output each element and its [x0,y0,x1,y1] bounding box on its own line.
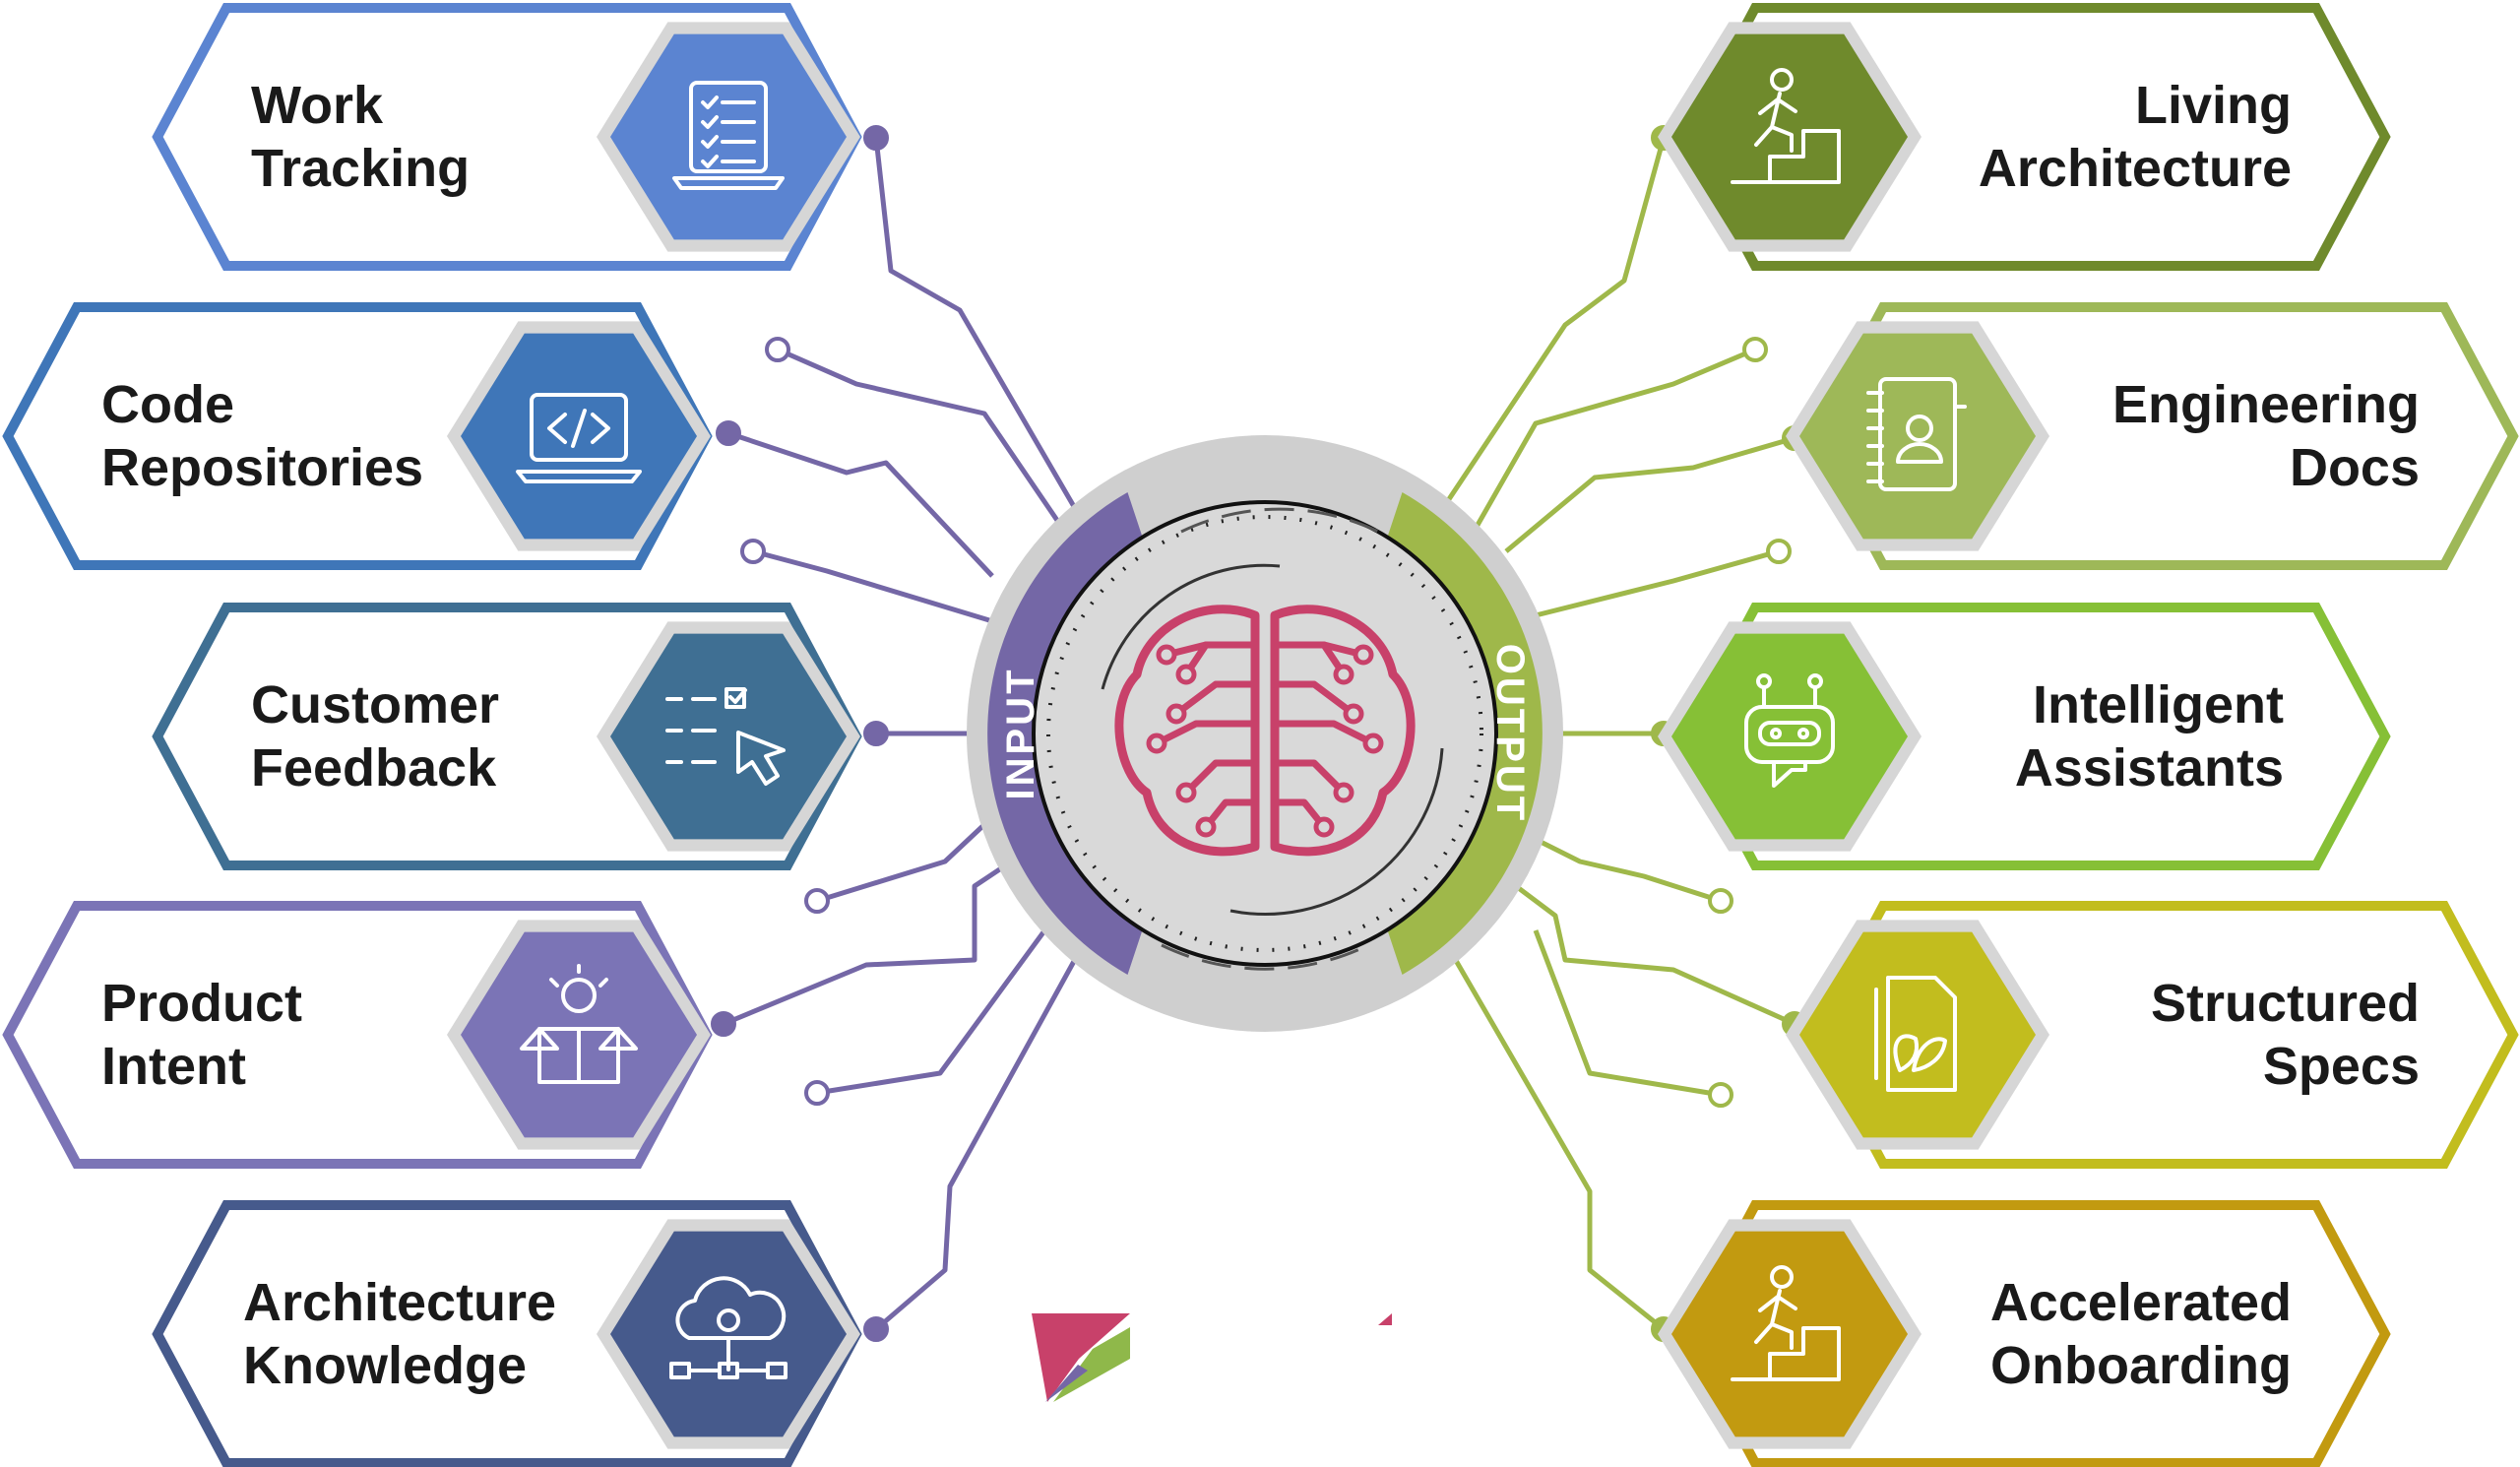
input-card-label-line: Architecture [243,1273,556,1332]
output-card-label-line: Living [2135,76,2292,135]
central-hub: INPUT OUTPUT [967,435,1563,1032]
input-hex-badge [610,633,847,840]
input-connector-line [816,815,994,904]
output-card-label-line: Accelerated [1990,1273,2292,1332]
leaf-document-icon [1874,976,1957,1092]
output-hex-badge [1671,633,1908,840]
output-connector-line [1535,548,1780,618]
input-ring-label: INPUT [999,668,1042,800]
cards: WorkTrackingCodeRepositoriesCustomerFeed… [2,3,2519,1467]
output-connector-line [1504,435,1796,553]
input-card-label-line: Tracking [251,139,470,198]
code-laptop-icon [516,393,642,483]
input-connector-line [776,347,1061,524]
brand-logo-icon [1032,1313,1392,1402]
robot-chat-icon [1744,673,1835,788]
output-card-label-line: Intelligent [2033,675,2284,734]
input-connector-dot [863,1316,889,1342]
stairs-climber-icon [1731,1265,1841,1381]
output-hex-badge [1799,333,2036,540]
input-connector-dot [804,888,830,914]
checklist-laptop-icon [672,81,785,190]
output-card-label-line: Architecture [1979,139,2292,198]
input-card-label-line: Customer [251,675,499,734]
input-hex-badge [610,1231,847,1437]
output-connector-dot [1766,539,1792,564]
output-connector-dot [1708,888,1733,914]
idea-box-icon [520,964,638,1084]
output-connector-dot [1708,1082,1733,1108]
input-card-label-line: Knowledge [243,1336,527,1395]
output-card-label-line: Docs [2290,438,2420,497]
input-hex-badge [461,333,697,540]
input-connector-line [727,430,994,578]
input-card-label-line: Repositories [101,438,423,497]
input-card-label-line: Intent [101,1037,246,1096]
address-book-icon [1866,377,1967,491]
input-connector-dot [765,337,790,362]
input-connector-dot [863,125,889,151]
cloud-network-icon [669,1276,788,1379]
hub-inner-disc [1032,500,1498,967]
input-connector-line [752,548,990,623]
output-connector-line [1514,884,1796,1027]
output-ring-label: OUTPUT [1488,644,1532,823]
input-connector-line [723,854,1021,1027]
output-card-label-line: Onboarding [1990,1336,2292,1395]
output-card-label-line: Structured [2151,974,2420,1033]
input-card-label-line: Feedback [251,738,497,797]
output-connector-line [1539,839,1722,904]
hub-swirl-1 [1101,563,1281,690]
hub-dot-ring [1046,515,1483,952]
input-arc [987,492,1142,975]
output-arc [1388,492,1543,975]
output-hex-badge [1799,931,2036,1138]
input-connector-dot [711,1011,736,1037]
input-card-label-line: Product [101,974,302,1033]
input-connector-line [874,943,1086,1331]
input-connector-dot [740,539,766,564]
input-connector-dot [716,420,741,446]
input-connector-line [873,137,1086,524]
output-connector-line [1444,137,1667,504]
output-connector-line [1444,943,1666,1331]
output-card-label-line: Engineering [2112,375,2420,434]
stairs-climber-icon [1731,68,1841,184]
input-hex-badge [610,33,847,240]
input-connector-line [816,924,1051,1096]
hub-swirl-2 [1229,747,1444,916]
input-card-label-line: Code [101,375,234,434]
brain-circuit-icon [1114,605,1416,857]
input-connector-dot [804,1080,830,1106]
output-connector-line [1533,929,1722,1098]
touch-checklist-icon [665,687,786,786]
output-connector-line [1474,347,1756,529]
output-connector-dot [1742,337,1768,362]
input-card-label-line: Work [251,76,384,135]
hub-dash-ring-bottom [1161,943,1369,971]
output-card-label-line: Specs [2263,1037,2420,1096]
hub-dash-ring-top [1180,507,1379,534]
output-card-label-line: Assistants [2015,738,2284,797]
input-connector-dot [863,721,889,746]
